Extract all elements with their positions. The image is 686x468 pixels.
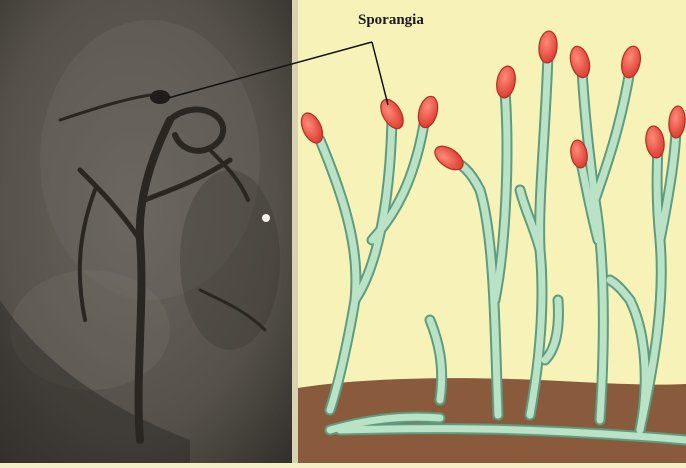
- panel-divider: [292, 0, 298, 463]
- rock-mottle: [180, 170, 280, 350]
- fossil-highlight: [262, 214, 270, 222]
- reconstruction-drawing: [297, 0, 686, 463]
- sporangia-label: Sporangia: [358, 12, 424, 29]
- fossil-photo: [0, 0, 298, 463]
- fossil-sporangium: [150, 90, 170, 104]
